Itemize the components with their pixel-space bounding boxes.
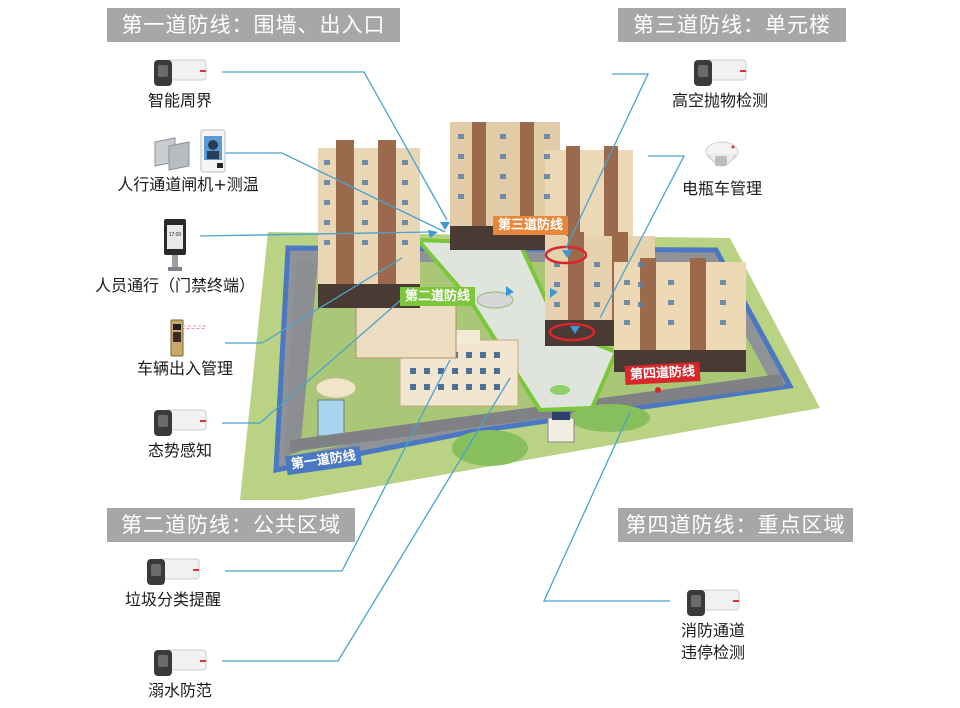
device-label: 溺水防范 <box>147 681 212 700</box>
device-garbage: 垃圾分类提醒 <box>118 555 228 611</box>
device-high-throw: 高空抛物检测 <box>660 56 780 112</box>
map-tag-line2: 第二道防线 <box>400 287 476 306</box>
device-vehicle: 车辆出入管理 <box>110 318 260 380</box>
device-label: 车辆出入管理 <box>136 359 233 378</box>
device-label: 垃圾分类提醒 <box>124 590 221 609</box>
highlight-ring-lower <box>548 322 596 342</box>
device-label: 高空抛物检测 <box>671 91 768 110</box>
svg-text:17:00: 17:00 <box>169 232 182 238</box>
section-header-line4: 第四道防线：重点区域 <box>618 508 853 542</box>
device-label: 智能周界 <box>147 91 212 110</box>
tower-left <box>318 148 420 308</box>
device-situational: 态势感知 <box>138 406 222 462</box>
section-header-line1: 第一道防线：围墙、出入口 <box>107 8 400 42</box>
device-drowning: 溺水防范 <box>138 646 222 702</box>
dome-camera-icon <box>705 141 739 167</box>
bullet-camera-icon <box>687 589 740 616</box>
device-gate-temp: 人行通道闸机+测温 <box>103 128 273 196</box>
section-header-line3: 第三道防线：单元楼 <box>618 8 846 42</box>
device-perimeter: 智能周界 <box>140 56 220 112</box>
map-tag-line3: 第三道防线 <box>493 216 569 235</box>
bullet-camera-icon <box>154 649 207 676</box>
bullet-camera-icon <box>694 59 747 86</box>
device-label: 电瓶车管理 <box>681 179 762 198</box>
device-label-line1: 消防通道 <box>680 621 745 640</box>
turnstile-face-terminal-icon <box>154 129 226 173</box>
device-label-line2: 违停检测 <box>680 643 745 662</box>
device-label: 人员通行（门禁终端） <box>94 276 255 295</box>
device-ebike: 电瓶车管理 <box>672 138 772 200</box>
bullet-camera-icon <box>154 59 207 86</box>
access-control-terminal-icon: 17:00 <box>164 219 186 271</box>
device-label: 人行通道闸机+测温 <box>117 175 259 194</box>
connector-lines <box>199 71 686 662</box>
device-fire-lane: 消防通道 违停检测 <box>668 586 758 664</box>
device-access-terminal: 17:00 人员通行（门禁终端） <box>80 217 270 297</box>
public-area-line2 <box>413 237 619 413</box>
device-label: 态势感知 <box>147 441 212 460</box>
section-header-line2: 第二道防线：公共区域 <box>107 508 355 542</box>
barrier-gate-icon <box>170 319 206 357</box>
bullet-camera-icon <box>147 558 200 585</box>
map-tag-line4: 第四道防线 <box>624 362 701 385</box>
bullet-camera-icon <box>154 409 207 436</box>
